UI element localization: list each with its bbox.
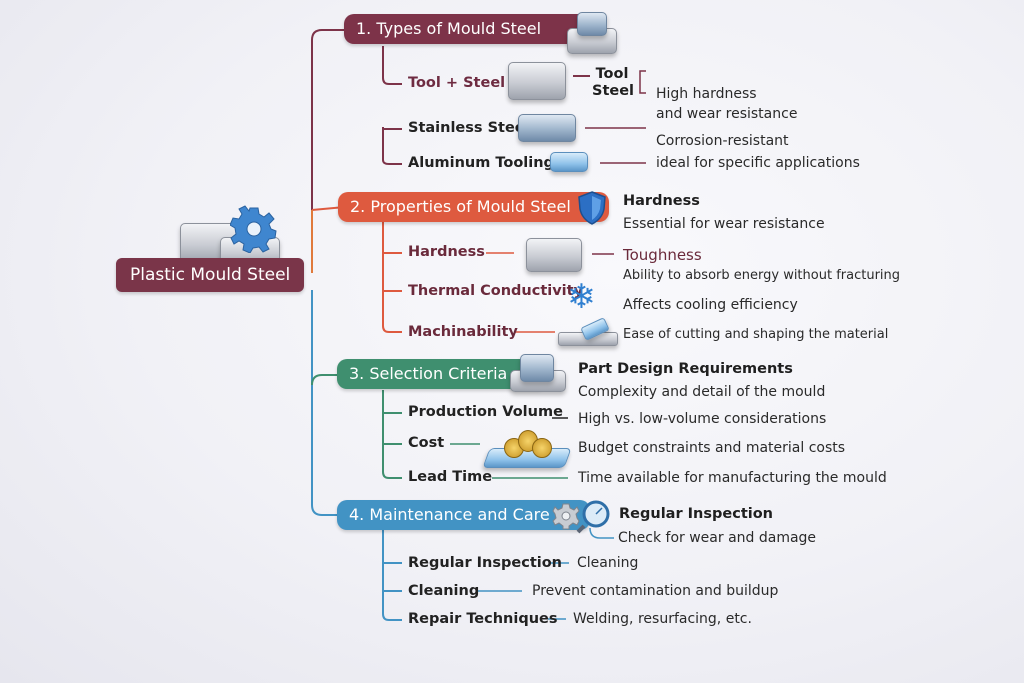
- gear-magnifier-icon: [552, 498, 612, 534]
- item-repair-techniques[interactable]: Repair Techniques: [408, 611, 558, 627]
- branch1-title: 1. Types of Mould Steel: [356, 19, 542, 38]
- maintenance-head-desc: Check for wear and damage: [618, 530, 817, 546]
- branch4-head-connector: [589, 527, 614, 539]
- stainless-block-icon: [518, 114, 576, 142]
- thermal-detail: Affects cooling efficiency: [623, 297, 798, 313]
- coins-tray-icon: [482, 430, 572, 470]
- item-lead-time[interactable]: Lead Time: [408, 469, 493, 485]
- toughness-title: Toughness: [623, 246, 702, 264]
- properties-head-desc: Essential for wear resistance: [623, 216, 825, 232]
- item-thermal-conductivity[interactable]: Thermal Conductivity: [408, 283, 584, 299]
- selection-head-title: Part Design Requirements: [578, 361, 793, 377]
- production-volume-detail: High vs. low-volume considerations: [578, 411, 827, 427]
- steel-block-icon: [508, 62, 566, 100]
- item-aluminum-tooling[interactable]: Aluminum Tooling: [408, 155, 554, 171]
- branch2-line: [382, 222, 402, 333]
- root-label: Plastic Mould Steel: [130, 265, 291, 285]
- branch-types-of-mould-steel[interactable]: 1. Types of Mould Steel: [344, 14, 592, 44]
- cost-detail: Budget constraints and material costs: [578, 440, 846, 456]
- gear-on-steel-blocks-icon: [178, 205, 288, 267]
- snowflake-icon: ❄: [567, 277, 596, 317]
- item-tool-steel[interactable]: Tool + Steel: [408, 75, 506, 91]
- root-node[interactable]: Plastic Mould Steel: [116, 258, 305, 292]
- maintenance-head-title: Regular Inspection: [619, 506, 773, 522]
- toughness-detail: Ability to absorb energy without fractur…: [623, 268, 901, 283]
- tool-steel-detail-line1: High hardness: [656, 86, 757, 102]
- trunk-line-branch1: [311, 29, 345, 273]
- branch-properties-of-mould-steel[interactable]: 2. Properties of Mould Steel: [338, 192, 609, 222]
- tool-steel-detail-line2: and wear resistance: [656, 106, 798, 122]
- branch1-line-sub: [382, 127, 402, 165]
- item-regular-inspection[interactable]: Regular Inspection: [408, 555, 562, 571]
- cutting-tool-icon: [558, 317, 618, 346]
- branch-maintenance-and-care[interactable]: 4. Maintenance and Care: [337, 500, 590, 530]
- branch4-title: 4. Maintenance and Care: [349, 505, 550, 524]
- item-cost[interactable]: Cost: [408, 435, 445, 451]
- shield-icon: [578, 191, 606, 225]
- item-cleaning[interactable]: Cleaning: [408, 583, 480, 599]
- selection-head-desc: Complexity and detail of the mould: [578, 384, 826, 400]
- steel-block-with-coils-icon: [567, 10, 617, 54]
- aluminum-detail: ideal for specific applications: [656, 155, 860, 171]
- tool-steel-title: Tool Steel: [592, 66, 635, 99]
- item-hardness[interactable]: Hardness: [408, 244, 485, 260]
- machinability-detail: Ease of cutting and shaping the material: [623, 327, 889, 342]
- item-production-volume[interactable]: Production Volume: [408, 404, 563, 420]
- aluminum-block-icon: [550, 152, 588, 172]
- steel-block-icon: [526, 238, 582, 272]
- branch3-line: [382, 390, 402, 479]
- branch3-title: 3. Selection Criteria: [349, 364, 508, 383]
- lead-time-detail: Time available for manufacturing the mou…: [578, 470, 887, 486]
- machine-block-icon: [510, 352, 566, 392]
- branch1-line: [382, 46, 402, 85]
- properties-head-title: Hardness: [623, 193, 700, 209]
- cleaning-detail: Prevent contamination and buildup: [532, 583, 779, 599]
- branch4-line: [382, 530, 402, 621]
- trunk-line-blue: [311, 290, 338, 516]
- item-stainless-steel[interactable]: Stainless Steel: [408, 120, 530, 136]
- branch2-title: 2. Properties of Mould Steel: [350, 197, 571, 216]
- repair-techniques-detail: Welding, resurfacing, etc.: [573, 611, 752, 627]
- regular-inspection-detail: Cleaning: [577, 555, 639, 571]
- tool-steel-bracket: [639, 70, 646, 94]
- trunk-line-branch3: [311, 374, 338, 386]
- stainless-detail: Corrosion-resistant: [656, 133, 789, 149]
- item-machinability[interactable]: Machinability: [408, 324, 518, 340]
